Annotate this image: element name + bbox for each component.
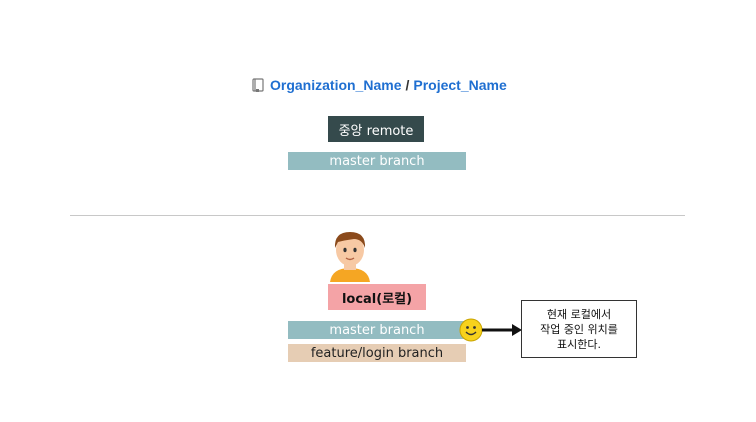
path-separator: / [405,77,410,93]
note-box: 현재 로컬에서 작업 중인 위치를 표시한다. [521,300,637,358]
divider [70,215,685,216]
remote-master-branch: master branch [288,152,466,170]
smiley-icon [459,318,483,342]
repo-path: Organization_Name / Project_Name [250,75,507,95]
note-line: 현재 로컬에서 [546,307,612,321]
book-icon [252,78,264,92]
project-link[interactable]: Project_Name [413,77,507,93]
org-link[interactable]: Organization_Name [270,77,402,93]
local-master-branch: master branch [288,321,466,339]
local-feature-branch: feature/login branch [288,344,466,362]
pointer-arrow [482,324,522,336]
note-line: 작업 중인 위치를 [540,322,618,336]
note-line: 표시한다. [557,337,601,351]
local-label: local(로컬) [328,284,426,310]
person-icon [330,232,370,282]
remote-label: 중앙 remote [328,116,424,142]
